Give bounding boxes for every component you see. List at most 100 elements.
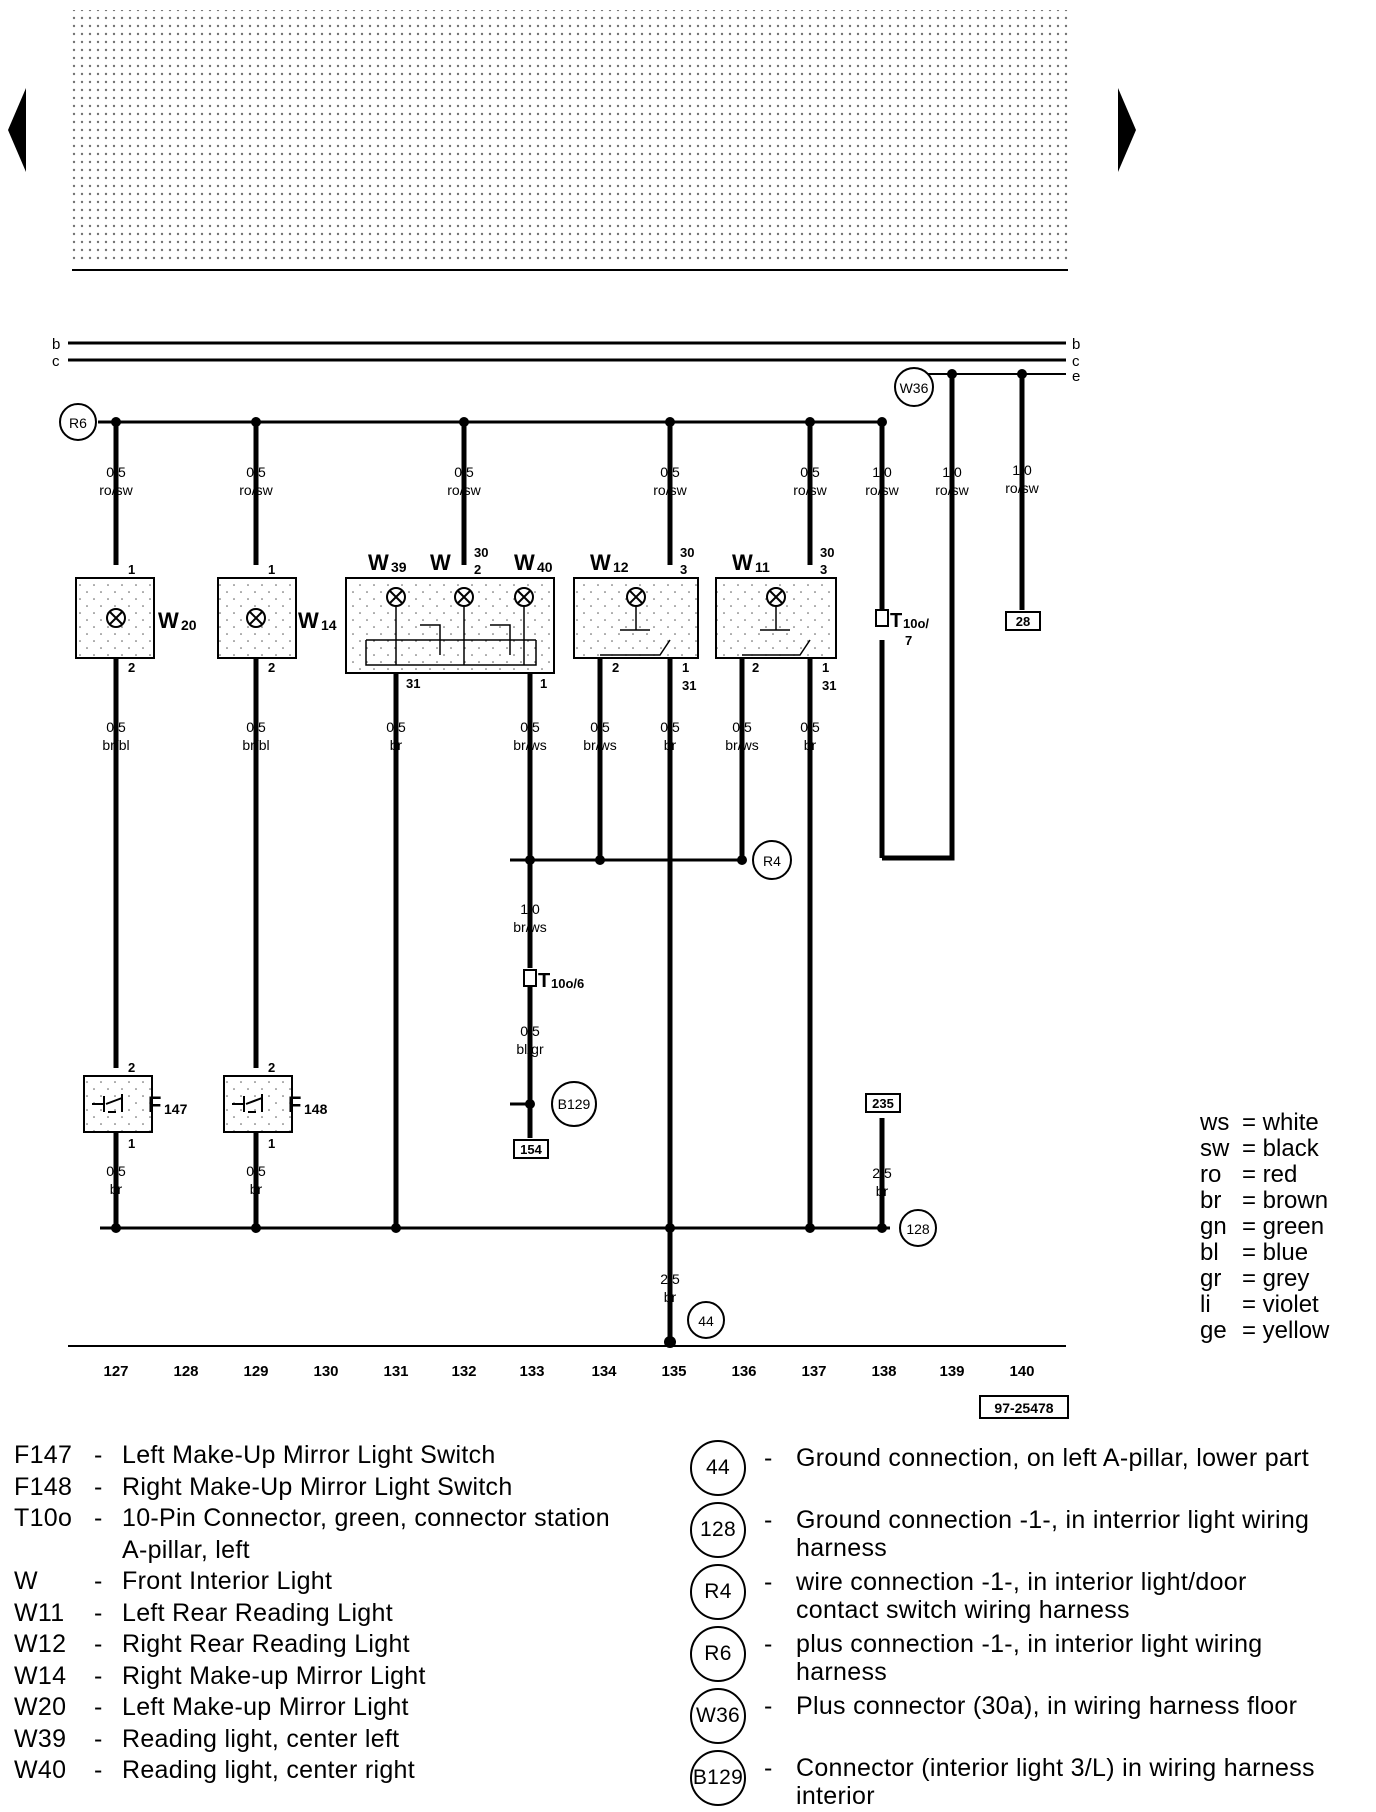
color-code: bl (1200, 1239, 1219, 1266)
legend-code: W20 (14, 1693, 67, 1721)
color-row: sw = black (1200, 1136, 1329, 1162)
svg-text:39: 39 (391, 559, 407, 575)
wiring-diagram: b c b c e R6 W36 0,5ro/sw 0,5ro/sw 0,5ro… (8, 10, 1136, 1419)
svg-text:1,0: 1,0 (872, 464, 892, 480)
color-code: ro (1200, 1161, 1222, 1188)
connector-t10o-6: T 10o/6 (523, 969, 584, 992)
legend-row: B129-Connector (interior light 3/L) in w… (690, 1750, 1350, 1812)
connection-128 (899, 1209, 937, 1247)
svg-text:ro/sw: ro/sw (653, 482, 687, 498)
legend-dash: - (94, 1598, 103, 1627)
svg-text:ro/sw: ro/sw (1005, 480, 1039, 496)
svg-text:2: 2 (268, 1060, 275, 1075)
left-triangle-icon[interactable] (8, 88, 26, 172)
junction (391, 1223, 401, 1233)
legend-desc: plus connection -1-, in interior light w… (796, 1630, 1263, 1686)
svg-text:31: 31 (682, 678, 696, 693)
color-name: = yellow (1242, 1317, 1330, 1344)
connection-r4-label: R4 (763, 853, 781, 869)
svg-text:131: 131 (383, 1363, 408, 1380)
wire-labels-top: 0,5ro/sw 0,5ro/sw 0,5ro/sw 0,5ro/sw 0,5r… (99, 462, 1039, 498)
pin-labels: 1 2 1 2 30 2 31 1 30 3 2 1 31 30 3 2 1 3… (128, 545, 836, 1151)
svg-text:0,5: 0,5 (454, 464, 474, 480)
legend-desc: A-pillar, left (122, 1535, 250, 1564)
doc-number-box (979, 1395, 1069, 1419)
color-code: ws (1200, 1109, 1230, 1136)
legend-dash: - (94, 1693, 103, 1721)
legend-code: W14 (14, 1661, 67, 1690)
legend-code: W11 (14, 1598, 65, 1627)
junction (595, 855, 605, 865)
svg-text:ro/sw: ro/sw (99, 482, 133, 498)
svg-text:130: 130 (313, 1363, 338, 1380)
legend-dash: - (94, 1756, 103, 1784)
wires-top (113, 374, 1025, 861)
color-code: li (1200, 1291, 1211, 1318)
color-row: li= violet (1200, 1292, 1329, 1318)
ref-box-28-label: 28 (1016, 614, 1030, 629)
legend-dash: - (764, 1568, 773, 1596)
ref-box-28 (1005, 611, 1041, 631)
color-row: ws = white (1200, 1110, 1329, 1136)
legend-desc: Plus connector (30a), in wiring harness … (796, 1692, 1298, 1720)
svg-text:2: 2 (474, 562, 481, 577)
legend-row: W11-Left Rear Reading Light (14, 1598, 714, 1630)
legend-code: W39 (14, 1724, 67, 1753)
svg-text:138: 138 (871, 1363, 896, 1380)
legend-dash: - (764, 1692, 773, 1720)
legend-desc: Reading light, center right (122, 1756, 415, 1784)
legend-dash (94, 1535, 122, 1567)
svg-text:ro/sw: ro/sw (239, 482, 273, 498)
header-band (72, 10, 1068, 262)
connection-w36 (894, 367, 934, 407)
color-name: = green (1242, 1213, 1325, 1240)
color-code: sw (1200, 1135, 1230, 1162)
svg-text:3: 3 (820, 562, 827, 577)
svg-text:W: W (158, 608, 179, 633)
junction (111, 1223, 121, 1233)
svg-text:0,5: 0,5 (246, 464, 266, 480)
svg-text:2: 2 (128, 660, 135, 675)
svg-text:br/bl: br/bl (242, 737, 269, 753)
svg-text:ro/sw: ro/sw (447, 482, 481, 498)
legend-row: W36-Plus connector (30a), in wiring harn… (690, 1688, 1350, 1750)
track-numbers: 127 128 129 130 131 132 133 134 135 136 … (103, 1363, 1034, 1380)
svg-text:0,5: 0,5 (246, 719, 266, 735)
svg-text:30: 30 (820, 545, 834, 560)
svg-text:br: br (876, 1183, 889, 1199)
legend-code: F147 (14, 1441, 73, 1469)
color-name: = white (1242, 1109, 1319, 1136)
legend-dash: - (94, 1567, 103, 1595)
legend-desc: Left Make-Up Mirror Light Switch (122, 1441, 496, 1469)
svg-text:20: 20 (181, 617, 197, 633)
component-legend: F147-Left Make-Up Mirror Light Switch F1… (14, 1440, 714, 1787)
svg-text:1,0: 1,0 (942, 464, 962, 480)
color-name: = black (1242, 1135, 1319, 1162)
connection-r4 (752, 840, 792, 880)
component-w39-w-w40: W 39 W W 40 (345, 550, 555, 674)
right-triangle-icon[interactable] (1118, 88, 1136, 172)
legend-row: R4-wire connection -1-, in interior ligh… (690, 1564, 1350, 1626)
svg-text:1: 1 (682, 660, 689, 675)
legend-dash: - (764, 1506, 773, 1534)
svg-text:W: W (514, 550, 535, 575)
bus-label: b (52, 336, 60, 353)
legend-code: F148 (14, 1472, 73, 1501)
legend-row: W-Front Interior Light (14, 1566, 714, 1598)
svg-text:0,5: 0,5 (106, 464, 126, 480)
svg-text:0,5: 0,5 (520, 1023, 540, 1039)
junction (877, 1223, 887, 1233)
legend-code: W (14, 1567, 38, 1595)
color-code: gr (1200, 1265, 1222, 1292)
connection-44-label: 44 (698, 1313, 714, 1329)
legend-dash: - (94, 1661, 103, 1690)
connection-b129 (551, 1081, 597, 1127)
legend-desc: Right Make-Up Mirror Light Switch (122, 1472, 513, 1501)
connection-legend: 44-Ground connection, on left A-pillar, … (690, 1440, 1350, 1812)
wires-middle (113, 658, 885, 1342)
component-w14: W 14 (217, 577, 337, 659)
svg-text:1,0: 1,0 (520, 901, 540, 917)
legend-dash: - (94, 1441, 103, 1469)
svg-text:br/ws: br/ws (725, 737, 758, 753)
legend-code: W12 (14, 1630, 67, 1658)
